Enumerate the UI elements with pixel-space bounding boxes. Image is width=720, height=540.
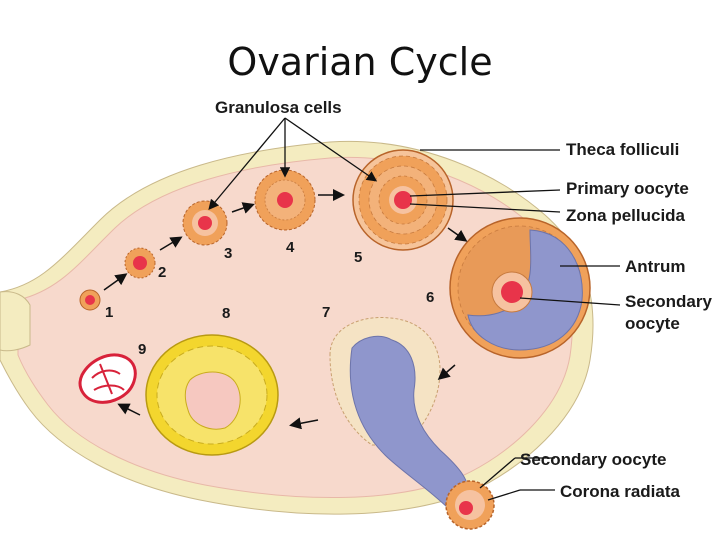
stage-number-7: 7 bbox=[322, 304, 330, 321]
corpus-albicans-stage-9 bbox=[78, 353, 137, 404]
stage-number-3: 3 bbox=[224, 245, 232, 262]
label-primary-oocyte: Primary oocyte bbox=[566, 179, 689, 198]
stage-number-9: 9 bbox=[138, 341, 146, 358]
ovulated-oocyte bbox=[445, 480, 495, 530]
ruptured-follicle-stage-7 bbox=[329, 316, 471, 511]
follicle-stage-5 bbox=[352, 149, 454, 251]
released-follicular-fluid bbox=[349, 335, 471, 511]
label-antrum: Antrum bbox=[625, 257, 685, 276]
label-ovulated-secondary-oocyte: Secondary oocyte bbox=[520, 450, 666, 469]
slide-title: Ovarian Cycle bbox=[227, 40, 493, 84]
follicle-stage-6 bbox=[449, 217, 591, 359]
follicle-stage-1 bbox=[79, 289, 101, 311]
follicle-stage-3 bbox=[182, 200, 228, 246]
stage-number-1: 1 bbox=[105, 304, 113, 321]
follicle-stage-4 bbox=[254, 169, 316, 231]
label-zona-pellucida: Zona pellucida bbox=[566, 206, 686, 225]
label-pointer-lines bbox=[208, 117, 621, 501]
label-secondary-oocyte-line2: oocyte bbox=[625, 314, 680, 333]
follicle-stage-2 bbox=[124, 247, 156, 279]
label-theca-folliculi: Theca folliculi bbox=[566, 140, 679, 159]
label-secondary-oocyte-line1: Secondary bbox=[625, 292, 712, 311]
progression-arrows bbox=[103, 189, 468, 430]
ovarian-ligament bbox=[0, 291, 31, 352]
corpus-luteum-stage-8 bbox=[145, 334, 279, 456]
stage-number-5: 5 bbox=[354, 249, 362, 266]
stage-number-8: 8 bbox=[222, 305, 230, 322]
label-granulosa-cells: Granulosa cells bbox=[215, 98, 342, 117]
stage-number-2: 2 bbox=[158, 264, 166, 281]
stage-number-4: 4 bbox=[286, 239, 295, 256]
stage-number-6: 6 bbox=[426, 289, 434, 306]
label-corona-radiata: Corona radiata bbox=[560, 482, 681, 501]
